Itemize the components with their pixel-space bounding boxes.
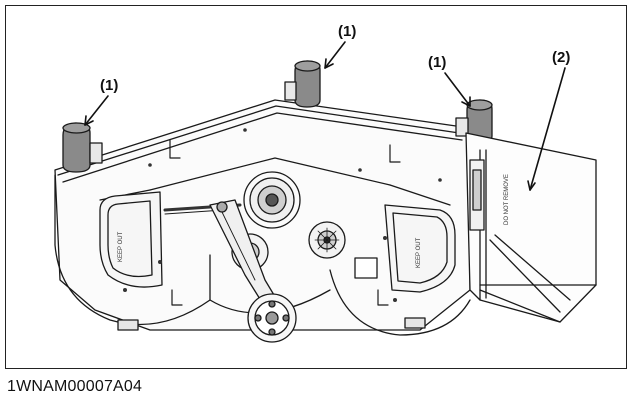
cushion-left: [62, 122, 103, 173]
right-spindle: [308, 221, 346, 259]
right-warning-label: KEEP OUT: [416, 237, 422, 268]
left-warning-label: KEEP OUT: [118, 231, 124, 262]
callout-2: (2): [552, 49, 570, 66]
cushion-center: [284, 60, 321, 108]
left-housing-window: KEEP OUT: [99, 191, 163, 288]
deck-feet: [117, 257, 426, 331]
hardware-details: [123, 128, 442, 302]
callout-1-center: (1): [338, 23, 356, 40]
lift-brackets: [169, 139, 401, 306]
figure-id-label: 1WNAM00007A04: [7, 378, 143, 395]
right-housing-window: KEEP OUT: [384, 204, 456, 293]
guard-warning-label: DO NOT REMOVE: [504, 174, 510, 225]
callout-1-left: (1): [100, 77, 118, 94]
gauge-wheel: [247, 293, 297, 343]
figure-frame: [5, 5, 627, 369]
belt-drive: [163, 171, 301, 229]
leader-arrows: [84, 41, 566, 191]
discharge-guard: DO NOT REMOVE: [465, 132, 597, 323]
callout-1-right: (1): [428, 54, 446, 71]
